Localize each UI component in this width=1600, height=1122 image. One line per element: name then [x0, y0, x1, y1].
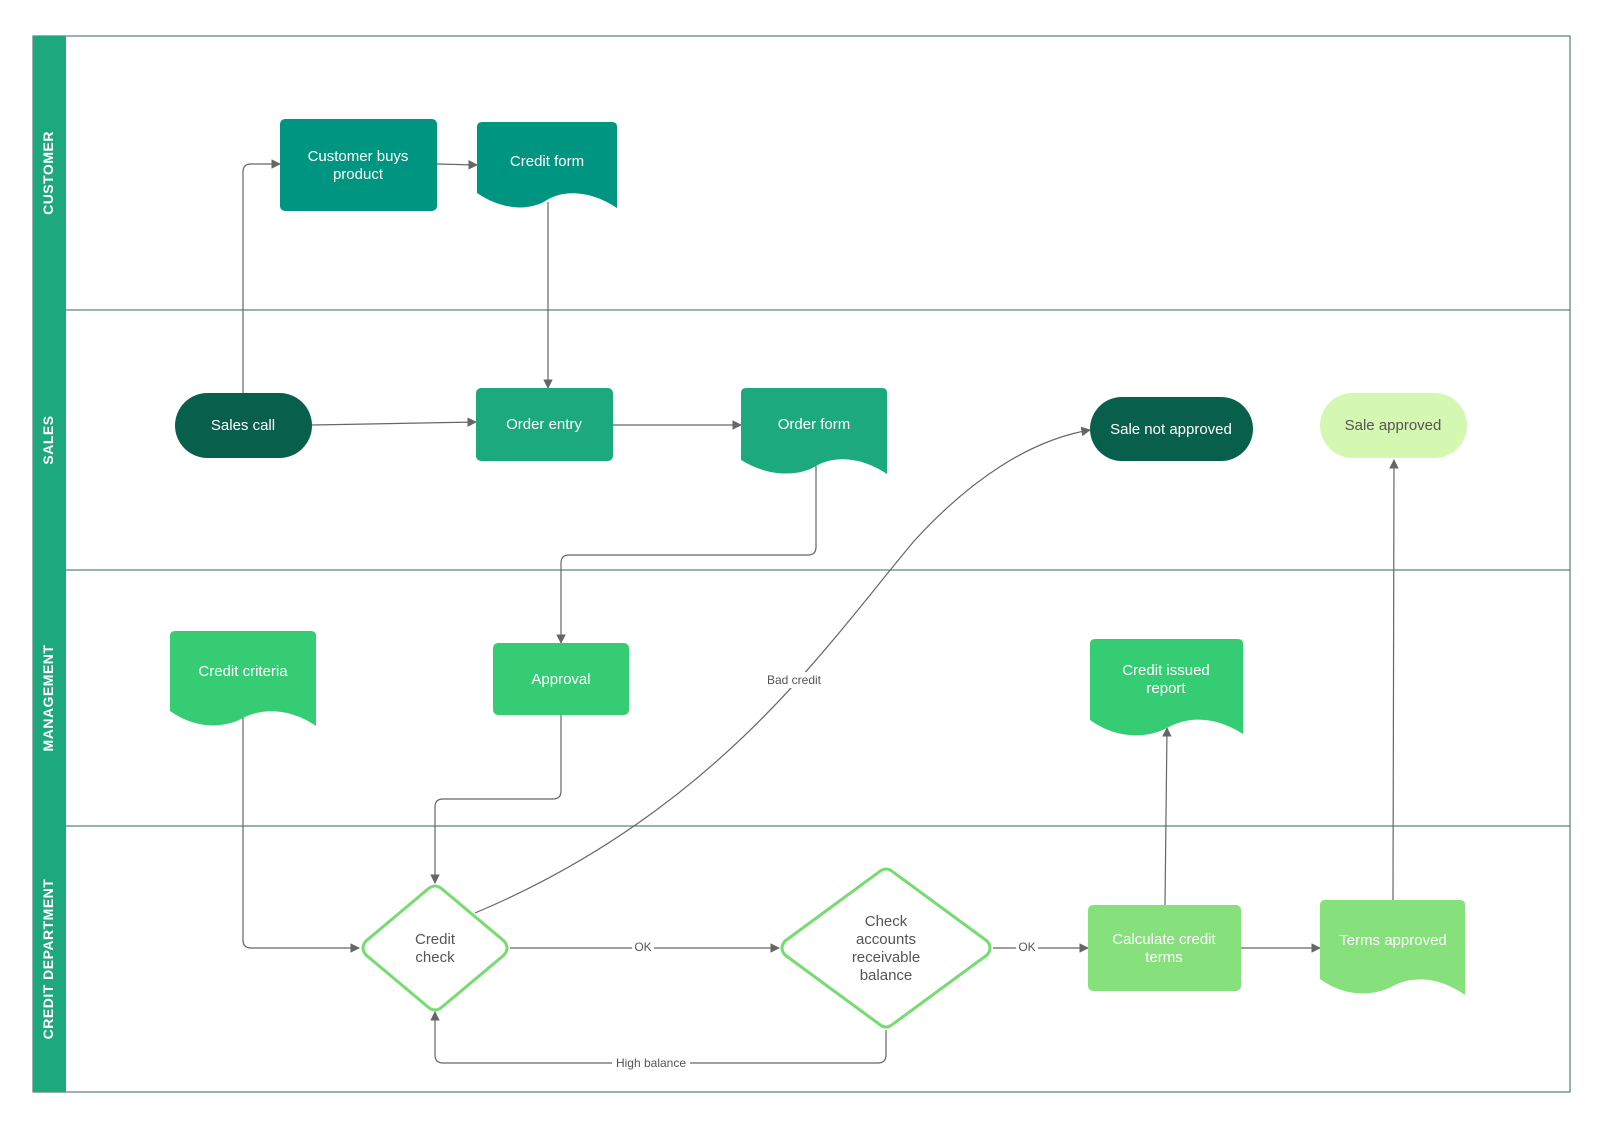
edge-label-ok-2: OK	[1018, 940, 1035, 954]
node-approval[interactable]: Approval	[493, 643, 629, 715]
node-label-line: balance	[860, 967, 913, 984]
edge-customerbuys-to-creditform	[436, 159, 478, 170]
node-label-line: Credit	[415, 931, 456, 948]
lane-credit-department-label: CREDIT DEPARTMENT	[40, 879, 56, 1040]
node-label-line: check	[415, 949, 455, 966]
node-label-line: Credit issued	[1122, 662, 1210, 679]
node-label: Credit criteria	[198, 663, 288, 680]
node-label-line: Calculate credit	[1112, 931, 1216, 948]
lane-sales-label: SALES	[40, 415, 56, 464]
node-label-line: Approval	[531, 671, 590, 688]
node-terms-approved[interactable]: Terms approved	[1320, 900, 1465, 995]
edge-calculate-to-creditissuedreport	[1162, 727, 1172, 906]
edge-approval-to-creditcheck	[430, 715, 562, 884]
edge-salescall-to-orderentry	[311, 417, 477, 427]
node-label-line: accounts	[856, 931, 916, 948]
node-label-line: report	[1146, 680, 1186, 697]
lane-customer-header	[33, 36, 66, 310]
node-label-line: Sale approved	[1345, 417, 1442, 434]
node-label-line: Terms approved	[1339, 932, 1447, 949]
edge-label-high-balance: High balance	[616, 1056, 686, 1070]
node-label: Order entry	[506, 416, 582, 433]
lane-customer: CUSTOMER	[33, 36, 66, 310]
document-shape	[1090, 639, 1243, 736]
connector-labels: Bad credit OK OK High balance	[612, 672, 1038, 1071]
node-order-form[interactable]: Order form	[741, 388, 887, 474]
lane-management: MANAGEMENT	[33, 570, 66, 826]
node-label-line: Credit criteria	[198, 663, 288, 680]
node-label-line: product	[333, 166, 384, 183]
lane-credit-department-header	[33, 826, 66, 1092]
node-label: Sale approved	[1345, 417, 1442, 434]
node-label-line: Order entry	[506, 416, 582, 433]
node-label-line: Check	[865, 913, 908, 930]
terminal-shape	[1090, 397, 1253, 461]
edge-label-bad-credit: Bad credit	[767, 673, 822, 687]
node-label-line: Customer buys	[308, 148, 409, 165]
edge-label-ok-1: OK	[634, 940, 651, 954]
node-label-line: Credit form	[510, 153, 584, 170]
edge-creditcheck-to-salenotapproved	[474, 426, 1091, 914]
lane-sales-header	[33, 310, 66, 570]
node-order-entry[interactable]: Order entry	[476, 388, 613, 461]
edge-salescall-to-customerbuys	[242, 159, 281, 393]
node-sale-approved[interactable]: Sale approved	[1320, 393, 1467, 458]
document-shape	[477, 122, 617, 208]
lane-management-header	[33, 570, 66, 826]
node-sales-call[interactable]: Sales call	[175, 393, 312, 458]
node-label: Approval	[531, 671, 590, 688]
lane-credit-department: CREDIT DEPARTMENT	[33, 826, 66, 1092]
node-label-line: Order form	[778, 416, 851, 433]
decision-shape	[361, 884, 509, 1012]
connectors	[242, 159, 1399, 1064]
node-label-line: receivable	[852, 949, 920, 966]
lane-customer-label: CUSTOMER	[40, 131, 56, 215]
edge-termsapproved-to-saleapproved	[1389, 459, 1399, 901]
terminal-shape	[175, 393, 312, 458]
edge-orderform-to-approval	[556, 466, 817, 644]
node-label: Sale not approved	[1110, 421, 1232, 438]
node-label: Order form	[778, 416, 851, 433]
node-sale-not-approved[interactable]: Sale not approved	[1090, 397, 1253, 461]
process-shape	[280, 119, 437, 211]
node-label: Terms approved	[1339, 932, 1447, 949]
document-shape	[170, 631, 316, 726]
lane-sales: SALES	[33, 310, 66, 570]
lane-management-label: MANAGEMENT	[40, 645, 56, 752]
process-shape	[476, 388, 613, 461]
decision-shape	[780, 867, 992, 1029]
document-shape	[741, 388, 887, 474]
edge-creditcriteria-to-creditcheck	[242, 716, 360, 953]
node-label: Credit form	[510, 153, 584, 170]
terminal-shape	[1320, 393, 1467, 458]
process-shape	[1088, 905, 1241, 991]
node-label: Sales call	[211, 417, 275, 434]
document-shape	[1320, 900, 1465, 995]
swimlanes: CUSTOMER SALES MANAGEMENT CREDIT DEPARTM…	[32, 35, 1571, 1093]
node-credit-criteria[interactable]: Credit criteria	[170, 631, 316, 726]
node-credit-form[interactable]: Credit form	[477, 122, 617, 208]
node-label-line: terms	[1145, 949, 1183, 966]
node-label-line: Sale not approved	[1110, 421, 1232, 438]
process-shape	[493, 643, 629, 715]
node-label-line: Sales call	[211, 417, 275, 434]
